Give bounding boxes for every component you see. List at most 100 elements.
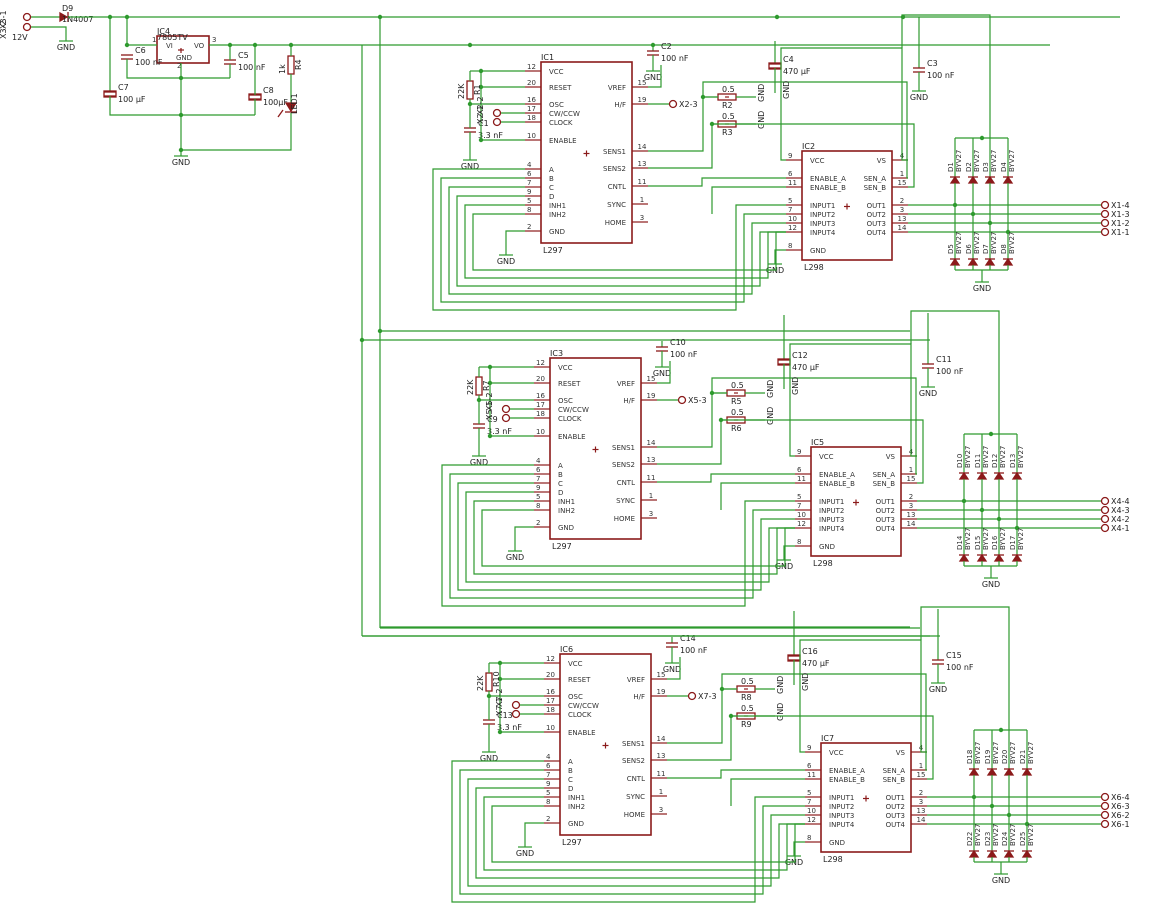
l298-ref: IC7 — [821, 734, 834, 743]
pin-number: 6 — [536, 466, 541, 474]
supply-trunks — [359, 17, 940, 637]
ground-symbol: GND — [973, 276, 991, 293]
pin-number: 11 — [807, 771, 816, 779]
diode-value: BYV27 — [1009, 824, 1017, 846]
ground-label: GND — [506, 553, 524, 562]
pin-number: 8 — [546, 798, 550, 806]
connector-pin-label: X1-3 — [1111, 210, 1130, 219]
pin-name: OUT3 — [867, 220, 886, 228]
connector-pin: X2-1 — [476, 105, 502, 127]
resistor-value: 22K — [457, 83, 466, 99]
diode-ref: D9 — [62, 4, 73, 13]
pin-number: 14 — [647, 439, 656, 447]
junction-dot — [178, 112, 184, 118]
pin-number: 17 — [546, 697, 555, 705]
pin-name: ENABLE_A — [810, 175, 846, 183]
connector-pin: X7-3 — [687, 691, 717, 701]
junction-dot — [487, 433, 493, 439]
pin-name: INPUT1 — [819, 498, 844, 506]
l297-body — [540, 61, 633, 244]
wire — [711, 186, 786, 214]
junction-dot — [487, 380, 493, 386]
capacitor-ref: C15 — [946, 651, 962, 660]
diode-ref: D20 — [1001, 750, 1009, 764]
capacitor-ref: C2 — [661, 42, 672, 51]
wire — [648, 65, 662, 88]
pin-number: 11 — [657, 770, 666, 778]
ground-label: GND — [757, 111, 766, 129]
ground-label: GND — [801, 673, 810, 691]
capacitor-value: 100 nF — [135, 58, 163, 67]
pin-number: 10 — [788, 215, 797, 223]
ground-label: GND — [766, 407, 775, 425]
ground-symbol: GND — [992, 868, 1010, 885]
capacitor-ref: C7 — [118, 83, 129, 92]
wire — [702, 81, 908, 179]
connector-pin: X1-2 — [1100, 218, 1130, 228]
l297-ref: IC6 — [560, 645, 573, 654]
regulator-value: 7805TV — [157, 33, 188, 42]
junction-dot — [124, 42, 130, 48]
ground-label: GND — [644, 73, 662, 82]
junction-dot — [377, 328, 383, 334]
wire — [657, 361, 671, 384]
diode-ref: D12 — [991, 454, 999, 468]
pin-number: 8 — [797, 538, 801, 546]
pin-number: 3 — [640, 214, 644, 222]
diode-ref: D8 — [1000, 244, 1008, 254]
connector-pin-label: X6-3 — [1111, 802, 1130, 811]
capacitor-value: 100 nF — [927, 71, 955, 80]
capacitor-value: 3.3 nF — [478, 131, 503, 140]
pin-number: 16 — [546, 688, 555, 696]
pin-number: 10 — [807, 807, 816, 815]
diode-value: BYV27 — [974, 742, 982, 764]
ground-symbol: GND — [516, 841, 534, 858]
pin-name: INPUT2 — [810, 211, 835, 219]
pin-name: D — [558, 489, 563, 497]
pin-number: 3 — [212, 36, 216, 44]
pin-name: SENS2 — [612, 461, 635, 469]
pin-name: INH1 — [568, 794, 585, 802]
pin-number: 4 — [546, 753, 551, 761]
pin-name: ENABLE_B — [829, 776, 865, 784]
pin-name: CNTL — [627, 775, 645, 783]
pin-number: 5 — [788, 197, 792, 205]
connector-pin-label: X4-4 — [1111, 497, 1130, 506]
ground-symbol: GND — [470, 450, 488, 467]
pin-name: INH2 — [568, 803, 585, 811]
diode-value: BYV27 — [964, 528, 972, 550]
pin-number: 14 — [898, 224, 907, 232]
pin-name: CW/CCW — [558, 406, 589, 414]
wire — [448, 186, 786, 295]
pin-name: SEN_A — [883, 767, 906, 775]
pin-number: 13 — [898, 215, 907, 223]
pin-name: RESET — [568, 676, 591, 684]
resistor-ref: R2 — [722, 101, 733, 110]
pin-name: SEN_B — [864, 184, 887, 192]
connector-pin: X4-3 — [1100, 505, 1130, 515]
pin-number: 2 — [900, 197, 904, 205]
pin-name: SENS2 — [622, 757, 645, 765]
pin-number: 2 — [546, 815, 550, 823]
pin-number: 18 — [527, 114, 536, 122]
wire — [480, 70, 525, 113]
resistor-value: 0.5 — [722, 112, 735, 121]
pin-number: 3 — [900, 206, 904, 214]
l298-type: L298 — [813, 559, 833, 568]
led-ref: LED1 — [290, 93, 299, 114]
pin-number: 4 — [536, 457, 541, 465]
driver-stage-3: IC6L29712VCC20RESET16OSC17CW/CCW18CLOCK1… — [362, 606, 1130, 903]
diode-value: BYV27 — [999, 446, 1007, 468]
pin-name: SEN_A — [873, 471, 896, 479]
wire — [459, 769, 805, 895]
diode-ref: D11 — [974, 454, 982, 468]
wire — [514, 526, 534, 545]
diode-ref: D14 — [956, 535, 964, 550]
connector-pin-label: X3-1 — [0, 10, 8, 29]
capacitor-ref: C1 — [478, 119, 489, 128]
pin-number: 17 — [536, 401, 545, 409]
regulator-ref: IC4 — [157, 27, 170, 36]
